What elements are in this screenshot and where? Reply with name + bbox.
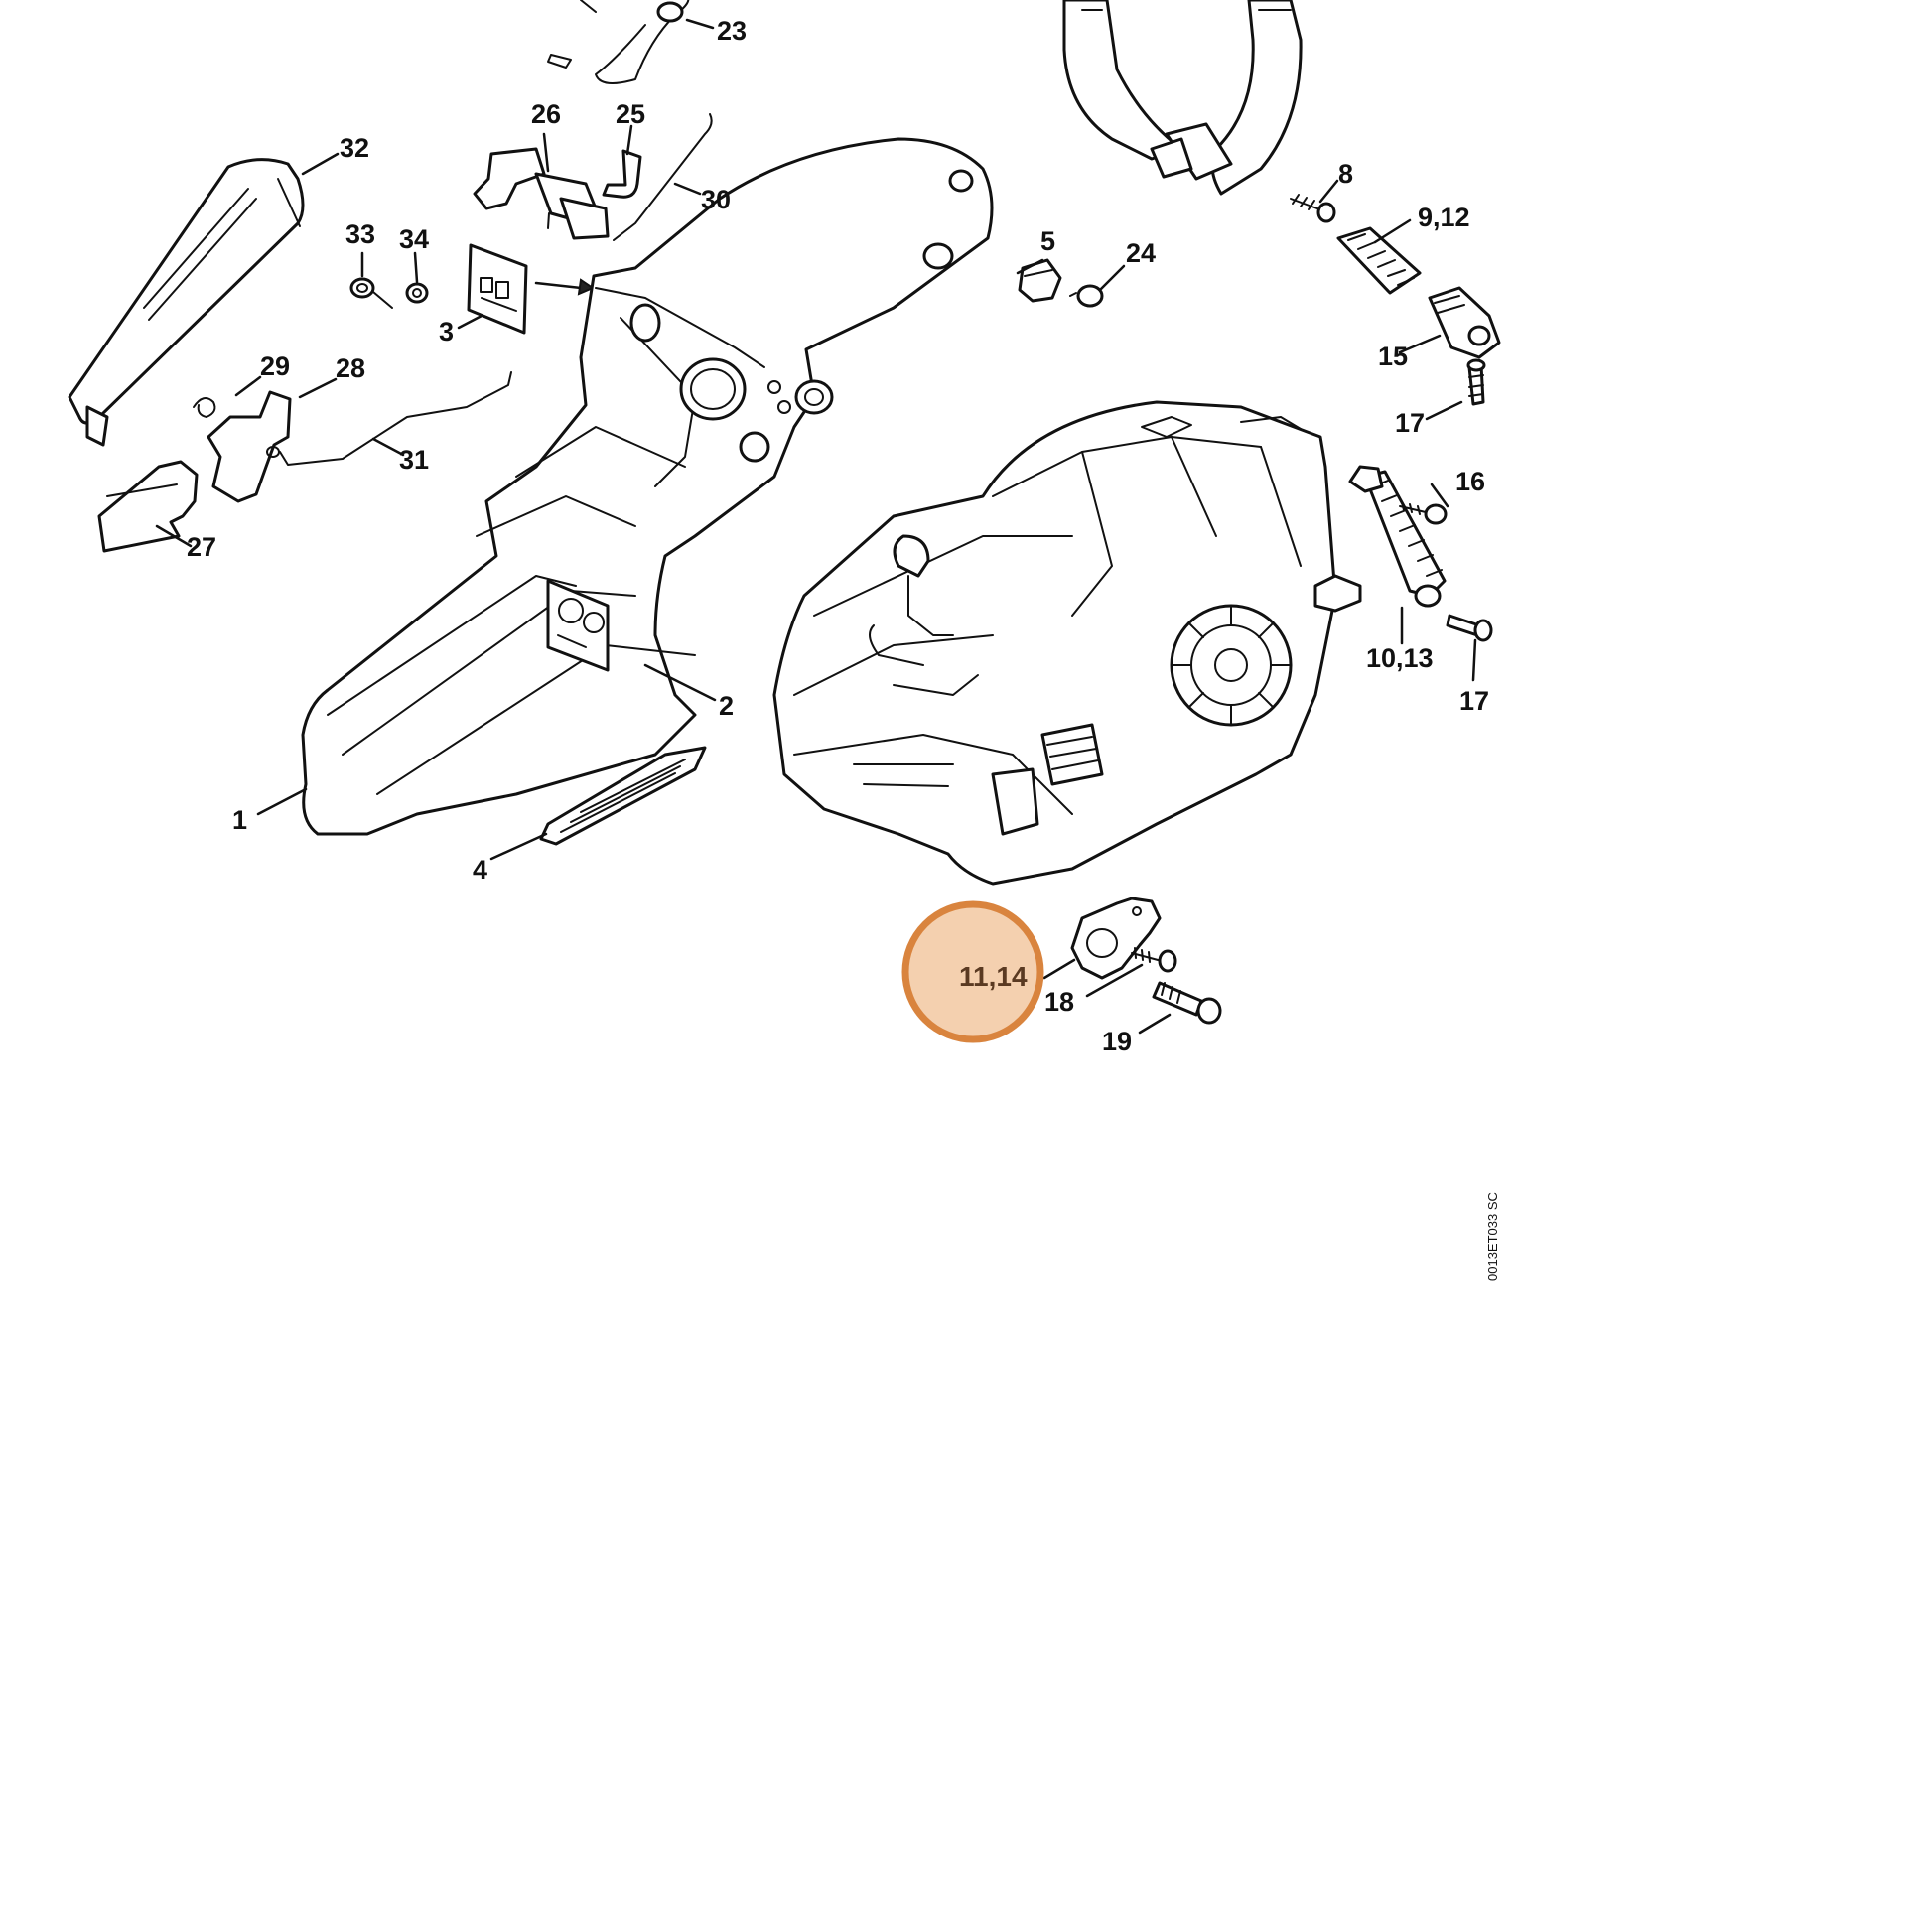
part-34-washer — [405, 282, 429, 304]
callout-26[interactable]: 26 — [531, 99, 561, 129]
part-15-buffer — [1428, 286, 1501, 359]
callout-10-13[interactable]: 10,13 — [1366, 643, 1434, 673]
part-8-screw — [1290, 194, 1336, 223]
callout-17-right[interactable]: 17 — [1459, 686, 1489, 716]
callout-16[interactable]: 16 — [1455, 467, 1485, 496]
callout-32[interactable]: 32 — [340, 133, 369, 163]
callout-34[interactable]: 34 — [399, 224, 429, 254]
callout-25[interactable]: 25 — [616, 99, 645, 129]
part-23-spring — [547, 0, 690, 84]
part-9-12-spring — [1336, 226, 1422, 295]
callout-28[interactable]: 28 — [336, 353, 365, 383]
part-29-spring — [193, 397, 216, 418]
part-31-rod — [279, 371, 512, 466]
callout-31[interactable]: 31 — [399, 445, 429, 475]
callout-labels: 23 26 25 32 30 33 34 3 5 24 8 9,12 15 17… — [187, 16, 1489, 1056]
callout-23[interactable]: 23 — [717, 16, 747, 46]
callout-24[interactable]: 24 — [1126, 238, 1156, 268]
part-4-pad — [539, 746, 707, 846]
callout-18[interactable]: 18 — [1044, 987, 1074, 1017]
callout-3[interactable]: 3 — [439, 317, 454, 346]
part-1-rear-handle — [301, 137, 994, 836]
part-30-rod — [613, 113, 713, 241]
part-5-plug — [1018, 258, 1062, 303]
part-17-bolt-right — [1446, 614, 1493, 642]
callout-33[interactable]: 33 — [345, 219, 375, 249]
callout-17-top[interactable]: 17 — [1395, 408, 1425, 438]
callout-11-14[interactable]: 11,14 — [959, 961, 1028, 992]
part-3-label — [467, 243, 596, 335]
part-16-screw — [1399, 501, 1448, 525]
part-26-throttle-trigger — [473, 147, 610, 240]
callout-2[interactable]: 2 — [719, 691, 734, 721]
document-id: 0013ET033 SC — [1485, 1192, 1500, 1281]
part-2-warning-label — [546, 579, 610, 672]
part-19-bolt — [1152, 981, 1222, 1025]
handlebar-tube — [1062, 0, 1303, 196]
part-32-handle-cover — [68, 158, 305, 447]
part-28-trigger-interlock — [207, 390, 292, 503]
engine-housing — [772, 400, 1362, 886]
callout-4[interactable]: 4 — [473, 855, 487, 885]
callout-30[interactable]: 30 — [701, 185, 731, 214]
part-33-nut — [349, 277, 393, 309]
callout-8[interactable]: 8 — [1338, 159, 1353, 189]
callout-29[interactable]: 29 — [260, 351, 290, 381]
callout-5[interactable]: 5 — [1040, 226, 1055, 256]
callout-1[interactable]: 1 — [232, 805, 247, 835]
part-27-trigger — [97, 460, 199, 553]
part-11-14-bracket — [1070, 897, 1162, 980]
highlight-circle — [901, 900, 1044, 1043]
part-10-13-spring — [1348, 465, 1447, 608]
leader-lines — [155, 18, 1477, 1035]
part-25-lever — [602, 149, 642, 199]
callout-9-12[interactable]: 9,12 — [1418, 203, 1470, 232]
callout-15[interactable]: 15 — [1378, 342, 1408, 371]
part-18-screw — [1131, 947, 1177, 973]
part-17-bolt-top — [1466, 358, 1486, 406]
callout-27[interactable]: 27 — [187, 532, 216, 562]
callout-19[interactable]: 19 — [1102, 1027, 1132, 1056]
part-24-screw — [1069, 284, 1104, 308]
